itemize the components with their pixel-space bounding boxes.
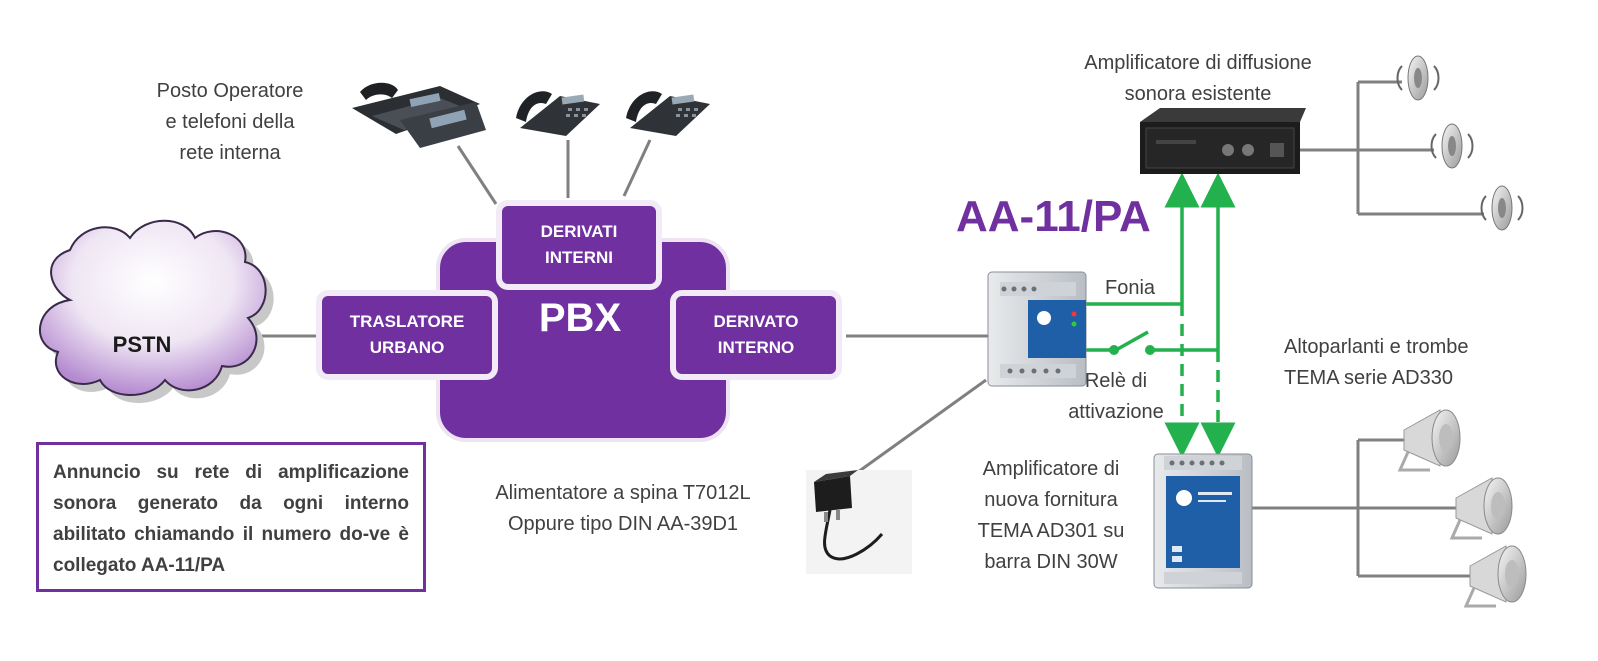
announcement-note: Annuncio su rete di amplificazione sonor…	[36, 442, 426, 592]
gray-connection-lines	[248, 80, 1484, 578]
aa11pa-title: AA-11/PA	[956, 192, 1151, 241]
existing-amplifier-icon	[1140, 108, 1306, 174]
aa11pa-module-icon	[987, 271, 1087, 387]
desk-phone-icon	[626, 91, 710, 136]
rele-attivazione-label: Relè di attivazione	[1068, 370, 1164, 423]
horn-speaker-icon	[1397, 409, 1461, 472]
power-supply-label: Alimentatore a spina T7012L Oppure tipo …	[495, 482, 751, 535]
announcement-note-text: Annuncio su rete di amplificazione sonor…	[53, 462, 409, 576]
ad301-amplifier-icon	[1153, 453, 1253, 589]
derivati-interni-box: DERIVATI INTERNI	[496, 200, 662, 290]
relay-switch-blade	[1115, 330, 1149, 352]
traslatore-urbano-box: TRASLATORE URBANO	[316, 290, 498, 380]
new-amplifier-label: Amplificatore di nuova fornitura TEMA AD…	[977, 458, 1125, 573]
fonia-label: Fonia	[1104, 277, 1156, 299]
horn-speakers-label: Altoparlanti e trombe TEMA serie AD330	[1284, 336, 1469, 389]
existing-amplifier-label: Amplificatore di diffusione sonora esist…	[1084, 52, 1312, 105]
derivato-interno-label: DERIVATO INTERNO	[713, 312, 799, 357]
pstn-cloud	[38, 219, 274, 403]
derivato-interno-box: DERIVATO INTERNO	[670, 290, 842, 380]
loudspeaker-icon	[1430, 123, 1474, 169]
traslatore-urbano-label: TRASLATORE URBANO	[349, 312, 465, 357]
relay-contact-left	[1109, 345, 1119, 355]
green-audio-lines	[1086, 172, 1236, 458]
operator-console-phone-icon	[352, 82, 486, 148]
loudspeaker-icon	[1396, 55, 1440, 101]
power-supply-icon	[806, 470, 912, 574]
horn-speaker-icon	[1449, 477, 1513, 540]
line-phone1-pbx	[456, 145, 498, 205]
line-phone3-pbx	[622, 139, 652, 197]
pbx-label: PBX	[538, 296, 622, 340]
line-power-supply	[857, 378, 987, 474]
desk-phone-icon	[516, 91, 600, 136]
derivati-interni-label: DERIVATI INTERNI	[540, 222, 618, 267]
horn-speaker-icon	[1463, 545, 1527, 608]
loudspeaker-icon	[1480, 185, 1524, 231]
pstn-label: PSTN	[112, 332, 172, 357]
relay-contact-right	[1145, 345, 1155, 355]
posto-operatore-label: Posto Operatore e telefoni della rete in…	[156, 80, 304, 164]
